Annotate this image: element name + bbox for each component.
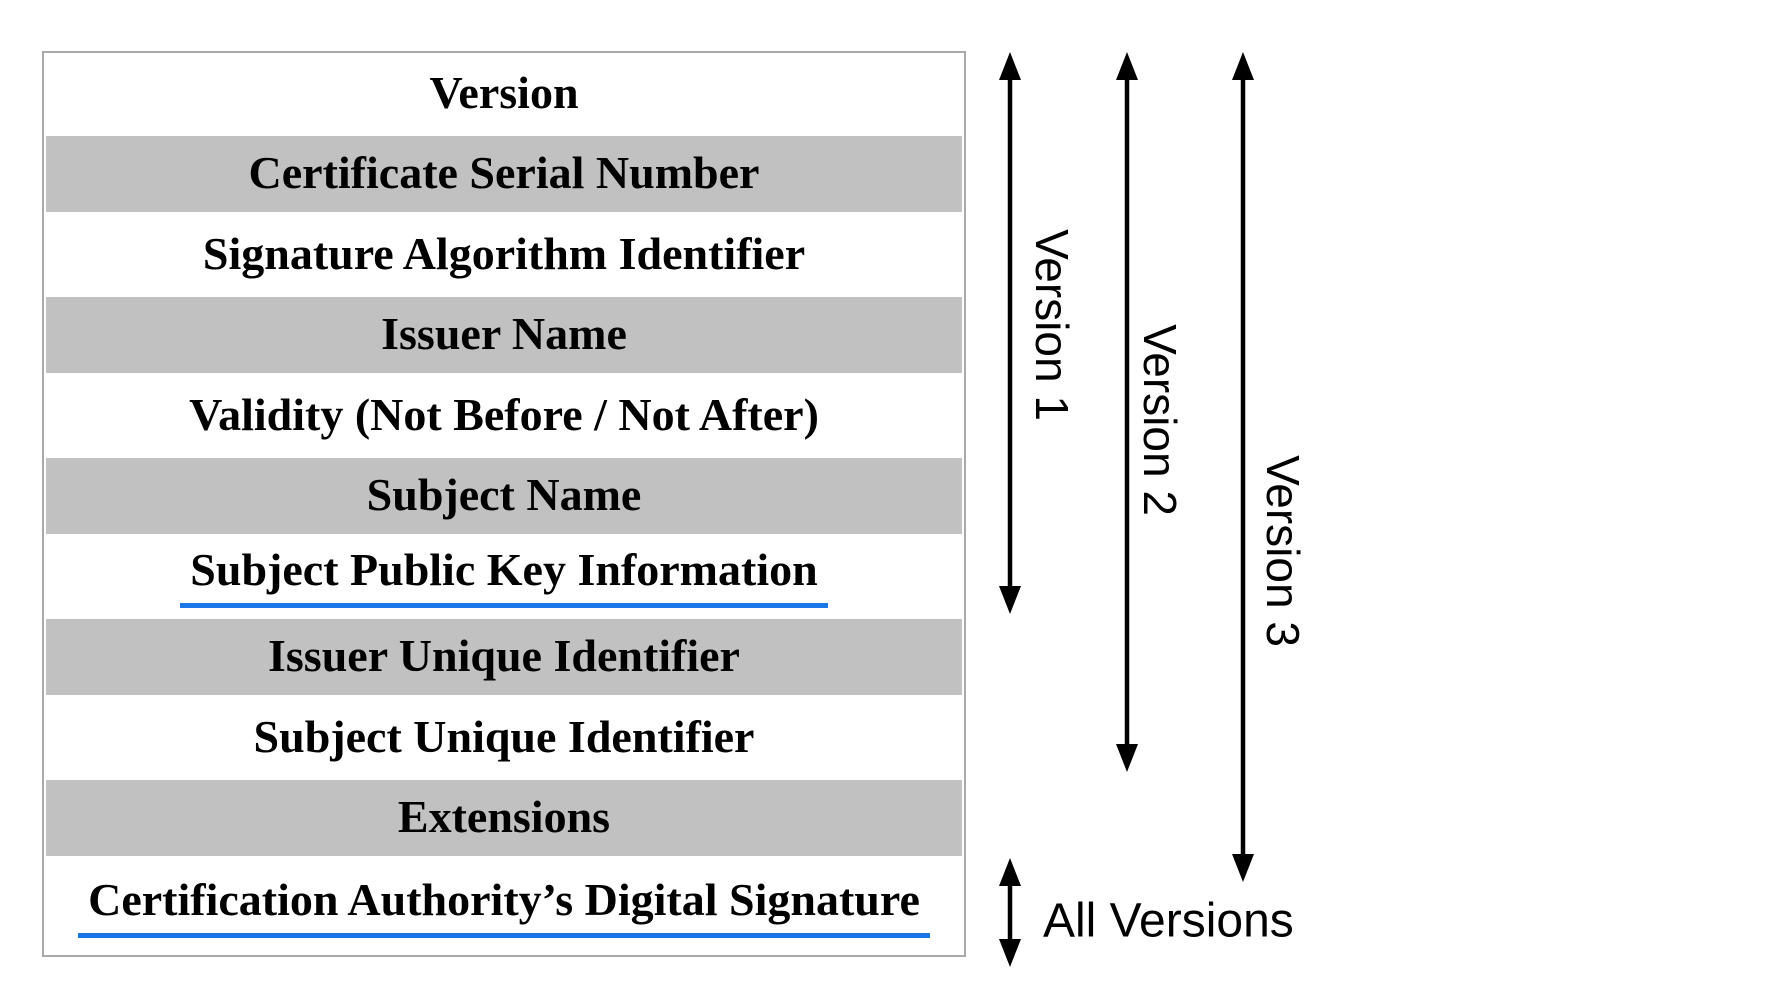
- version-3-arrow: [1232, 52, 1254, 882]
- row-label: Certification Authority’s Digital Signat…: [78, 875, 930, 938]
- row-label: Validity (Not Before / Not After): [189, 388, 819, 440]
- row-label: Version: [429, 66, 579, 118]
- table-row: Subject Public Key Information: [44, 536, 964, 617]
- table-row: Version: [44, 53, 964, 134]
- row-label: Subject Name: [366, 469, 642, 521]
- version-1-label: Version 1: [1026, 229, 1078, 421]
- table-row: Issuer Name: [44, 294, 964, 375]
- row-label: Subject Public Key Information: [180, 544, 828, 608]
- table-row: Subject Unique Identifier: [44, 697, 964, 778]
- row-label: Signature Algorithm Identifier: [202, 227, 806, 279]
- version-3-label: Version 3: [1257, 455, 1309, 647]
- row-label: Extensions: [397, 791, 611, 843]
- version-2-label: Version 2: [1134, 324, 1186, 516]
- all-versions-label: All Versions: [1043, 894, 1294, 948]
- table-row: Certification Authority’s Digital Signat…: [44, 858, 964, 955]
- version-1-arrow: [999, 52, 1021, 614]
- table-row: Certificate Serial Number: [44, 133, 964, 214]
- table-row: Subject Name: [44, 455, 964, 536]
- all-versions-arrow: [999, 858, 1021, 967]
- table-row: Validity (Not Before / Not After): [44, 375, 964, 456]
- table-row: Issuer Unique Identifier: [44, 616, 964, 697]
- row-label: Certificate Serial Number: [248, 147, 760, 199]
- table-row: Extensions: [44, 777, 964, 858]
- table-row: Signature Algorithm Identifier: [44, 214, 964, 295]
- row-label: Issuer Unique Identifier: [268, 630, 740, 682]
- row-label: Subject Unique Identifier: [253, 710, 755, 762]
- row-label: Issuer Name: [381, 308, 627, 360]
